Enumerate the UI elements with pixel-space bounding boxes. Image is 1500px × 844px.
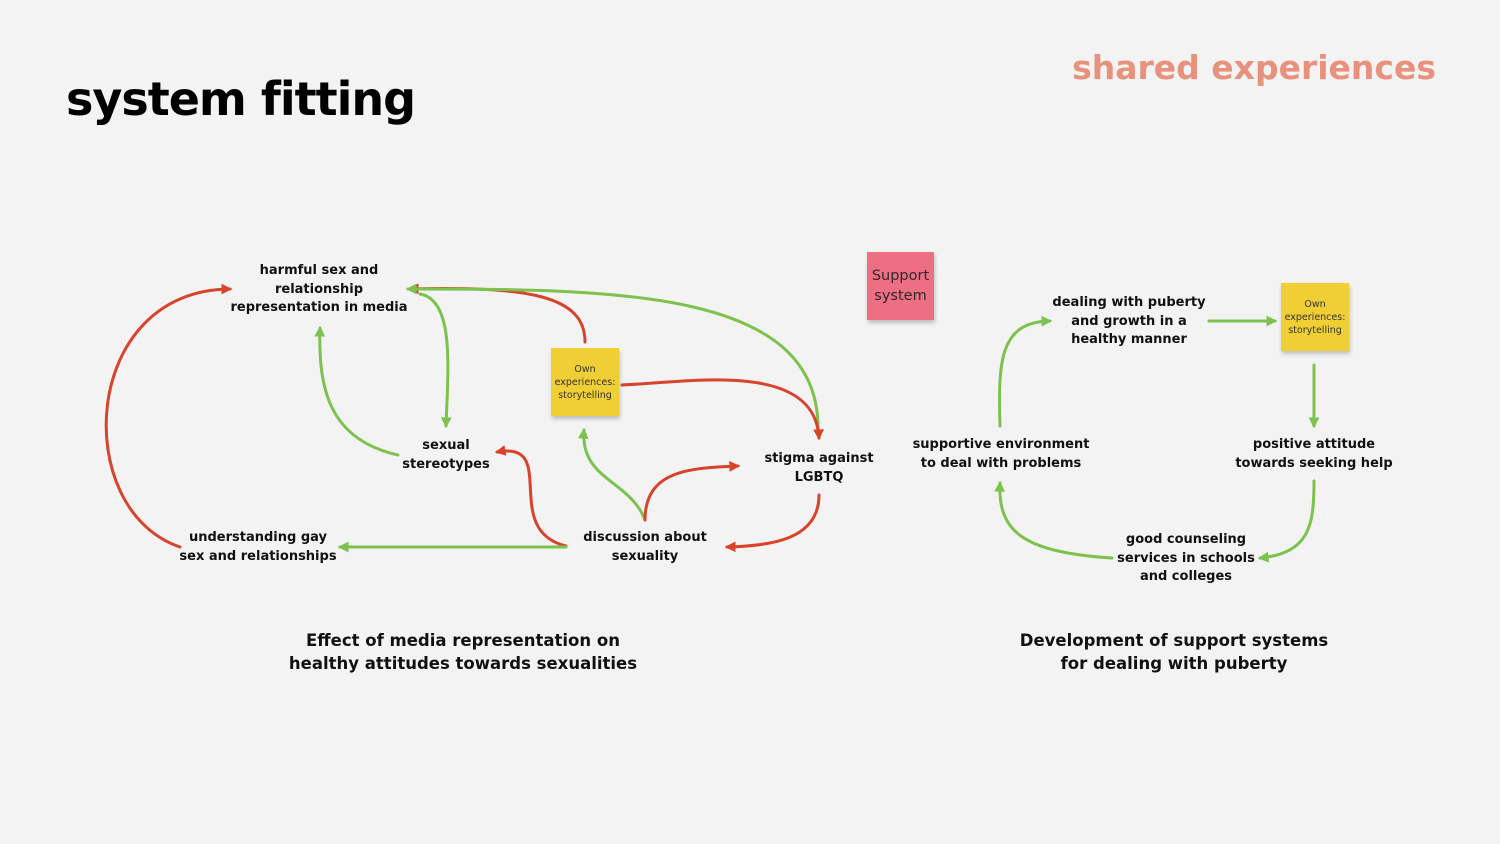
node-good-counseling: good counseling services in schools and … xyxy=(1117,532,1255,584)
node-harmful-media-representation: harmful sex and relationship representat… xyxy=(230,263,408,315)
link-counseling-to-supportive xyxy=(994,480,1114,560)
sticky-note-support-system[interactable]: Support system xyxy=(867,252,934,320)
node-stigma-lgbtq: stigma against LGBTQ xyxy=(764,451,874,485)
link-stigma-to-harmful xyxy=(405,283,820,432)
node-positive-attitude: positive attitude towards seeking help xyxy=(1235,437,1393,471)
node-discussion-sexuality: discussion about sexuality xyxy=(583,530,707,564)
link-discussion-to-sticky xyxy=(577,427,647,522)
node-sexual-stereotypes: sexual stereotypes xyxy=(402,438,490,472)
sticky-note-storytelling-right[interactable]: Own experiences: storytelling xyxy=(1281,283,1349,351)
page-title: system fitting xyxy=(66,72,416,126)
link-harmful-to-stereotypes xyxy=(418,292,452,429)
node-dealing-with-puberty: dealing with puberty and growth in a hea… xyxy=(1052,295,1206,347)
link-sticky-to-harmful xyxy=(407,283,587,344)
link-sticky-to-stigma xyxy=(620,378,824,441)
link-stereotypes-to-harmful xyxy=(314,325,400,457)
link-discussion-to-stereotypes xyxy=(494,445,568,548)
link-supportive-to-puberty xyxy=(998,315,1053,428)
link-stigma-to-discussion xyxy=(724,493,821,553)
node-understanding-gay-sex: understanding gay sex and relationships xyxy=(179,530,337,564)
caption-media-diagram: Effect of media representation on health… xyxy=(288,631,638,673)
link-understanding-to-harmful xyxy=(104,283,233,549)
caption-support-diagram: Development of support systems for deali… xyxy=(1019,631,1329,673)
link-positive-to-counseling xyxy=(1257,479,1316,563)
node-supportive-environment: supportive environment to deal with prob… xyxy=(912,437,1090,471)
link-discussion-to-stigma xyxy=(643,460,741,522)
section-tag: shared experiences xyxy=(1072,48,1436,87)
sticky-note-storytelling-left[interactable]: Own experiences: storytelling xyxy=(551,348,619,416)
